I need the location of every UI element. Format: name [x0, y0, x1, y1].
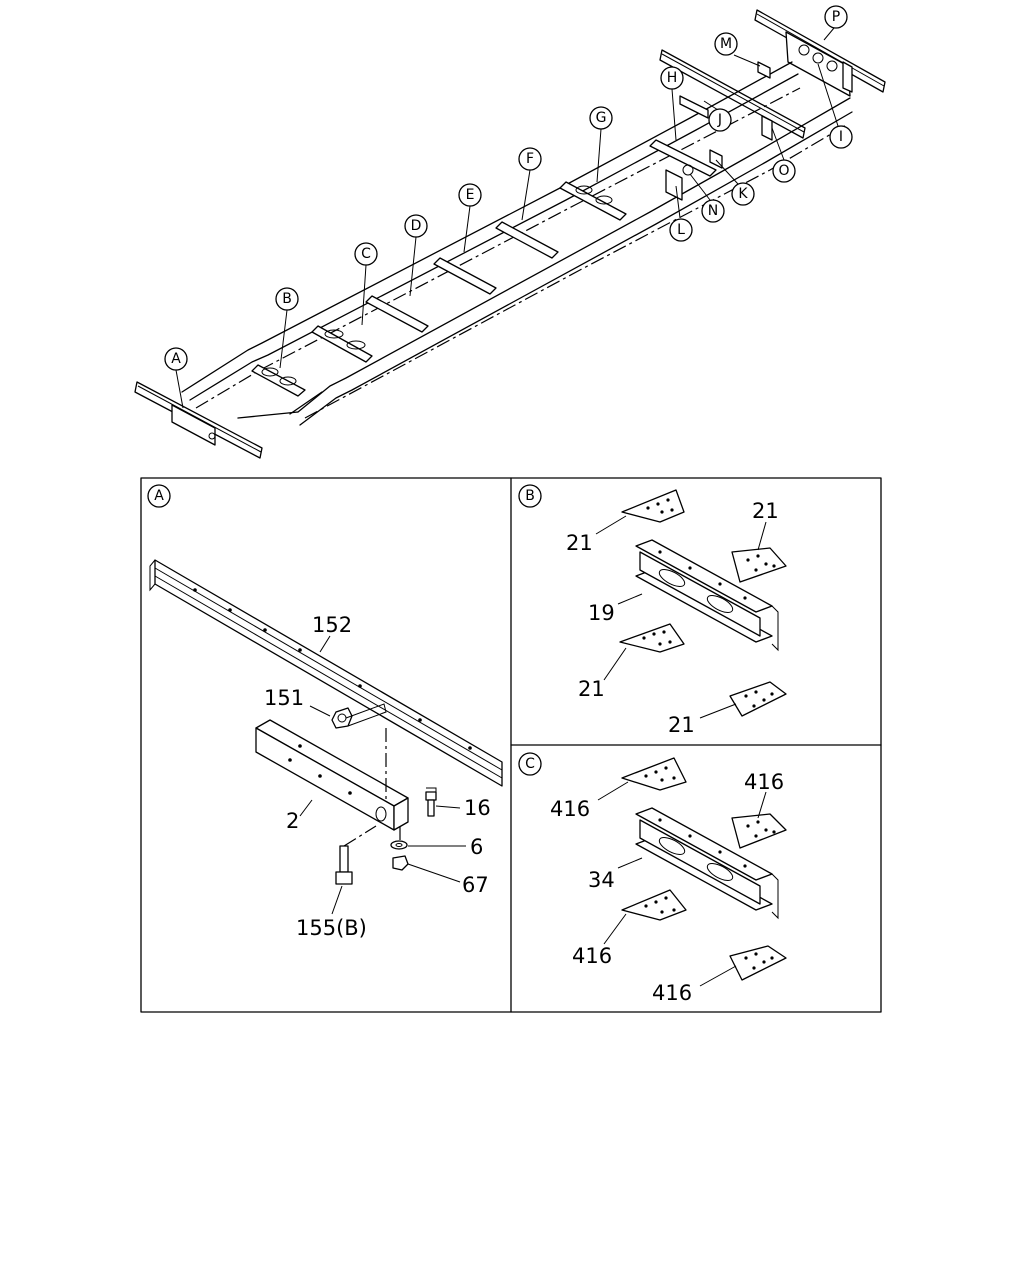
- label-16: 16: [464, 796, 491, 820]
- gusset-416-b: [731, 813, 787, 849]
- label-34: 34: [588, 868, 615, 892]
- gusset-21-a: [621, 489, 685, 523]
- label-152: 152: [312, 613, 352, 637]
- label-21-d: 21: [668, 713, 695, 737]
- gusset-21-b: [731, 547, 787, 583]
- label-416-c: 416: [572, 944, 612, 968]
- left-rail-outer: [181, 61, 793, 393]
- callout-l: L: [677, 222, 685, 238]
- callout-h: H: [667, 70, 678, 86]
- bracket-l: [665, 169, 683, 201]
- gusset-21-d: [729, 681, 787, 717]
- callout-k: K: [738, 186, 748, 202]
- panel-b-label: B: [525, 488, 535, 504]
- nut-151: [331, 707, 353, 729]
- label-21-c: 21: [578, 677, 605, 701]
- bolt-155b: [339, 845, 349, 873]
- crossmember-f: [495, 221, 559, 259]
- crossmember-c: [311, 325, 373, 363]
- bracket-m: [757, 61, 771, 79]
- label-155b: 155(B): [296, 916, 367, 940]
- detail-frame: [140, 477, 882, 1013]
- nut-67: [392, 855, 409, 871]
- label-2: 2: [286, 809, 299, 833]
- panel-a-label: A: [154, 488, 164, 504]
- callout-d: D: [411, 218, 422, 234]
- bracket-n: [682, 164, 694, 176]
- callout-c: C: [361, 246, 371, 262]
- right-rail-outer: [297, 97, 851, 413]
- panel-b: B 21 21 19 21 21: [518, 484, 787, 737]
- gusset-416-c: [621, 889, 687, 921]
- label-21-b: 21: [752, 499, 779, 523]
- crossmember-g: [559, 181, 627, 221]
- callout-p: P: [832, 9, 840, 25]
- gusset-416-d: [729, 945, 787, 981]
- callout-a: A: [171, 351, 181, 367]
- callout-g: G: [596, 110, 607, 126]
- label-6: 6: [470, 835, 483, 859]
- bracket-o: [761, 115, 773, 141]
- callout-leaders: [175, 27, 839, 409]
- label-21-a: 21: [566, 531, 593, 555]
- callout-a-circle: [164, 347, 188, 371]
- callout-b: B: [282, 291, 292, 307]
- crossmember-b: [251, 364, 306, 397]
- label-67: 67: [462, 873, 489, 897]
- callout-j: J: [717, 112, 722, 128]
- callouts: A B C D E F G H J K L N M O I P: [164, 5, 853, 371]
- label-19: 19: [588, 601, 615, 625]
- bracket-j: [679, 95, 709, 119]
- gusset-416-a: [621, 757, 687, 791]
- label-151: 151: [264, 686, 304, 710]
- callout-e: E: [466, 187, 475, 203]
- callout-n: N: [708, 203, 718, 219]
- panel-c: C 416 416 34 416 416: [518, 752, 787, 1005]
- label-416-a: 416: [550, 797, 590, 821]
- callout-i: I: [839, 129, 843, 145]
- panel-a: A: [147, 484, 503, 940]
- panel-c-label: C: [525, 756, 535, 772]
- label-416-d: 416: [652, 981, 692, 1005]
- crossmember-d: [365, 295, 429, 333]
- crossmember-h: [649, 139, 717, 177]
- chassis-frame: [134, 9, 886, 459]
- label-416-b: 416: [744, 770, 784, 794]
- gusset-21-c: [619, 623, 685, 653]
- callout-f: F: [526, 151, 534, 167]
- washer-6: [390, 840, 408, 850]
- bolt-16: [425, 791, 437, 801]
- callout-m: M: [720, 36, 732, 52]
- crossmember-e: [433, 257, 497, 295]
- channel-152: [154, 559, 503, 787]
- rear-bracket: [171, 404, 216, 446]
- callout-o: O: [778, 163, 789, 179]
